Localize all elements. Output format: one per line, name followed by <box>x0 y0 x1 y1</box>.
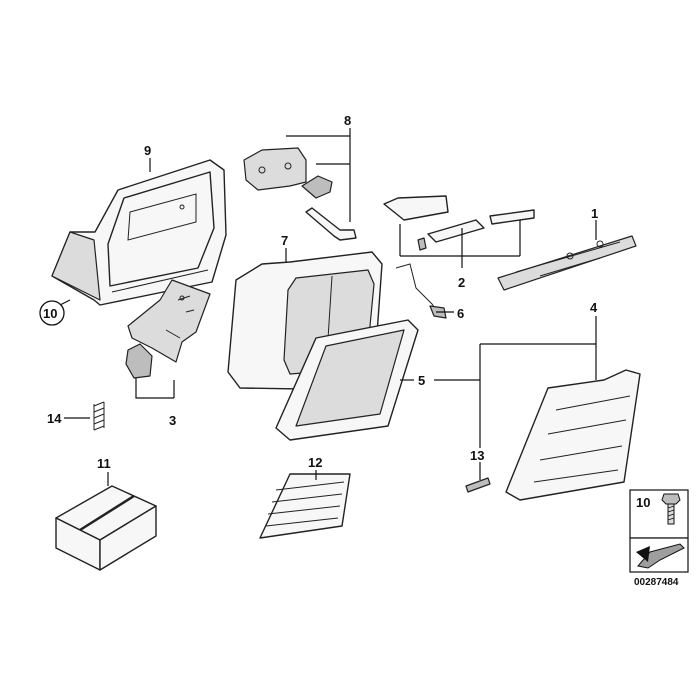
callout-2: 2 <box>458 275 465 290</box>
callout-4: 4 <box>590 300 598 315</box>
part-12-vent-insert[interactable] <box>259 473 351 539</box>
arrow-icon <box>636 543 685 569</box>
part-13-pin[interactable] <box>465 477 491 493</box>
part-3-bracket[interactable] <box>125 279 211 379</box>
callout-6: 6 <box>457 306 464 321</box>
part-2-clips[interactable] <box>383 195 535 251</box>
part-9-backrest-shell[interactable] <box>51 159 227 306</box>
part-5-frame[interactable] <box>275 319 419 441</box>
callout-8: 8 <box>344 113 351 128</box>
part-6-cable[interactable] <box>395 263 447 319</box>
callout-10: 10 <box>43 306 57 321</box>
callout-1: 1 <box>591 206 598 221</box>
callout-10-circle <box>39 300 65 326</box>
part-1-rail[interactable] <box>497 235 637 291</box>
part-4-grille-panel[interactable] <box>505 369 641 501</box>
legend-box: 10 00287484 <box>629 489 689 588</box>
callout-5: 5 <box>418 373 425 388</box>
screw-icon <box>661 493 681 525</box>
callout-11: 11 <box>97 456 111 471</box>
callout-12: 12 <box>308 455 322 470</box>
callout-9: 9 <box>144 143 151 158</box>
part-8-latch[interactable] <box>243 147 357 241</box>
callout-7: 7 <box>281 233 288 248</box>
callout-14: 14 <box>47 411 62 426</box>
part-14-spring[interactable] <box>93 401 105 431</box>
leader-lines <box>57 128 597 486</box>
legend-callout-10: 10 <box>636 495 650 510</box>
catalog-number: 00287484 <box>634 577 679 588</box>
part-11-box[interactable] <box>55 485 157 571</box>
callout-3: 3 <box>169 413 176 428</box>
callouts: 9 10 3 14 11 8 7 2 1 6 4 5 13 12 <box>39 113 598 471</box>
callout-13: 13 <box>470 448 484 463</box>
